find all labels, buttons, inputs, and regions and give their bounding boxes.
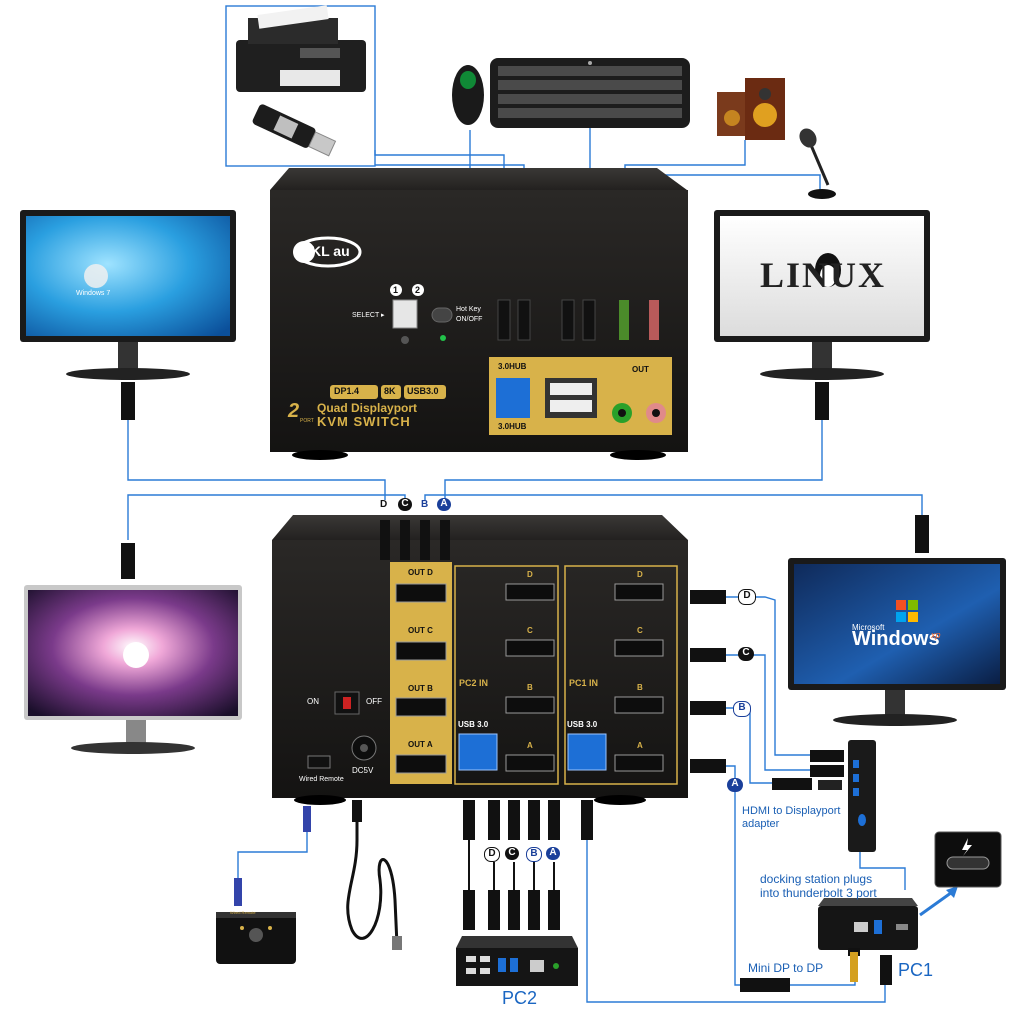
cable-out-a	[725, 765, 745, 986]
brand-logo: KL au	[311, 243, 350, 259]
pc1-port-c: C	[637, 626, 643, 635]
tag-bottom-a: A	[546, 847, 560, 860]
peripherals-frame	[225, 5, 376, 167]
linux-screen-text: LINUX	[760, 255, 887, 295]
pc2-port-c: C	[527, 626, 533, 635]
tag-top-c: C	[398, 498, 412, 511]
cable-remote	[237, 830, 308, 880]
port-word: PORT	[300, 418, 314, 424]
wired-remote-device	[216, 806, 311, 964]
monitor-mac	[24, 543, 242, 754]
hdmi-adapter-label: HDMI to Displayport adapter	[742, 805, 840, 831]
microphone-icon	[799, 128, 836, 199]
out-label-d: OUT D	[408, 568, 433, 577]
out-label-c: OUT C	[408, 626, 433, 635]
remote-device-label: Wired Remote	[230, 910, 256, 915]
pc1-port-d: D	[637, 570, 643, 579]
out-label: OUT	[632, 365, 649, 374]
cable-monitor-tl	[127, 420, 386, 500]
tag-top-a: A	[437, 498, 451, 511]
pc1-port-b: B	[637, 683, 643, 692]
tag-bottom-c: C	[505, 847, 519, 860]
out-label-b: OUT B	[408, 684, 433, 693]
pc2-in-label: PC2 IN	[459, 678, 489, 688]
pc2-port-a: A	[527, 741, 533, 750]
power-cable	[346, 808, 399, 946]
tag-right-a: A	[727, 778, 743, 792]
cable-monitor-tr	[444, 420, 823, 500]
hotkey-label-2: ON/OFF	[456, 316, 483, 323]
docking-station	[772, 740, 876, 852]
pc1-device	[818, 898, 918, 985]
port-number-1: 1	[393, 285, 399, 295]
tag-right-d: D	[738, 589, 756, 605]
xp-screen-text: Windows	[852, 628, 940, 650]
port-count: 2	[288, 400, 300, 422]
power-label: DC5V	[352, 766, 374, 775]
port-number-2: 2	[415, 285, 421, 295]
cable-dock	[859, 850, 906, 890]
pc2-cable-plugs	[463, 800, 593, 930]
docking-line-1: docking station plugs	[760, 872, 873, 886]
speakers-icon	[717, 78, 785, 140]
select-label: SELECT ▸	[352, 312, 385, 319]
pc2-device	[456, 936, 578, 986]
tag-right-c: C	[738, 647, 754, 661]
monitor-top-right	[714, 210, 930, 420]
pc2-port-b: B	[527, 683, 533, 692]
docking-label: docking station plugs into thunderbolt 3…	[760, 872, 877, 900]
pc1-in-label: PC1 IN	[569, 678, 599, 688]
windows-flag-icon	[896, 600, 918, 622]
thunderbolt-arrow	[919, 888, 956, 917]
cable-out-b	[725, 707, 775, 784]
cable-pc2-usb	[586, 840, 886, 1003]
product-line-2: KVM SWITCH	[317, 414, 411, 429]
windows7-screen-text: Windows 7	[76, 290, 111, 297]
usb30-label-pc2: USB 3.0	[458, 720, 489, 729]
pc2-label: PC2	[502, 988, 538, 1008]
usb-stick-icon	[252, 104, 337, 157]
mouse-icon	[452, 65, 484, 125]
hdmi-adapter-line-1: HDMI to Displayport	[742, 805, 841, 817]
hdmi-adapter-line-2: adapter	[742, 818, 780, 830]
hub-label-bottom: 3.0HUB	[498, 422, 527, 431]
xp-suffix-text: xp	[931, 630, 941, 640]
docking-line-2: into thunderbolt 3 port	[760, 886, 877, 900]
hub-label-top: 3.0HUB	[498, 362, 527, 371]
cable-monitor-mac	[127, 494, 406, 540]
minidp-adapter	[740, 978, 790, 992]
tag-right-b: B	[733, 701, 751, 717]
tag-bottom-b: B	[526, 847, 542, 862]
tag-top-b: B	[421, 499, 429, 510]
spec-badge-usb: USB3.0	[407, 386, 439, 396]
tag-bottom-d: D	[484, 847, 500, 862]
spec-badge-8k: 8K	[384, 386, 396, 396]
spec-badge-dp: DP1.4	[334, 386, 360, 396]
monitor-top-left	[20, 210, 236, 420]
printer-icon	[236, 5, 366, 92]
pc2-port-d: D	[527, 570, 533, 579]
keyboard-icon	[490, 58, 690, 128]
thunderbolt-port-icon	[934, 831, 1002, 888]
out-label-a: OUT A	[408, 740, 433, 749]
product-line-1: Quad Displayport	[317, 401, 418, 415]
minidp-label: Mini DP to DP	[748, 961, 824, 975]
hotkey-label: Hot Key	[456, 306, 481, 313]
remote-port-label: Wired Remote	[299, 776, 344, 783]
kvm-switch-rear	[272, 515, 726, 805]
pc1-label: PC1	[898, 960, 934, 980]
usb30-label-pc1: USB 3.0	[567, 720, 598, 729]
kvm-switch-front	[270, 168, 688, 460]
monitor-xp	[788, 515, 1006, 726]
on-label: ON	[307, 697, 319, 706]
xp-brand-text: Microsoft	[852, 623, 885, 632]
pc1-port-a: A	[637, 741, 643, 750]
tag-top-d: D	[380, 499, 388, 510]
off-label: OFF	[366, 697, 382, 706]
